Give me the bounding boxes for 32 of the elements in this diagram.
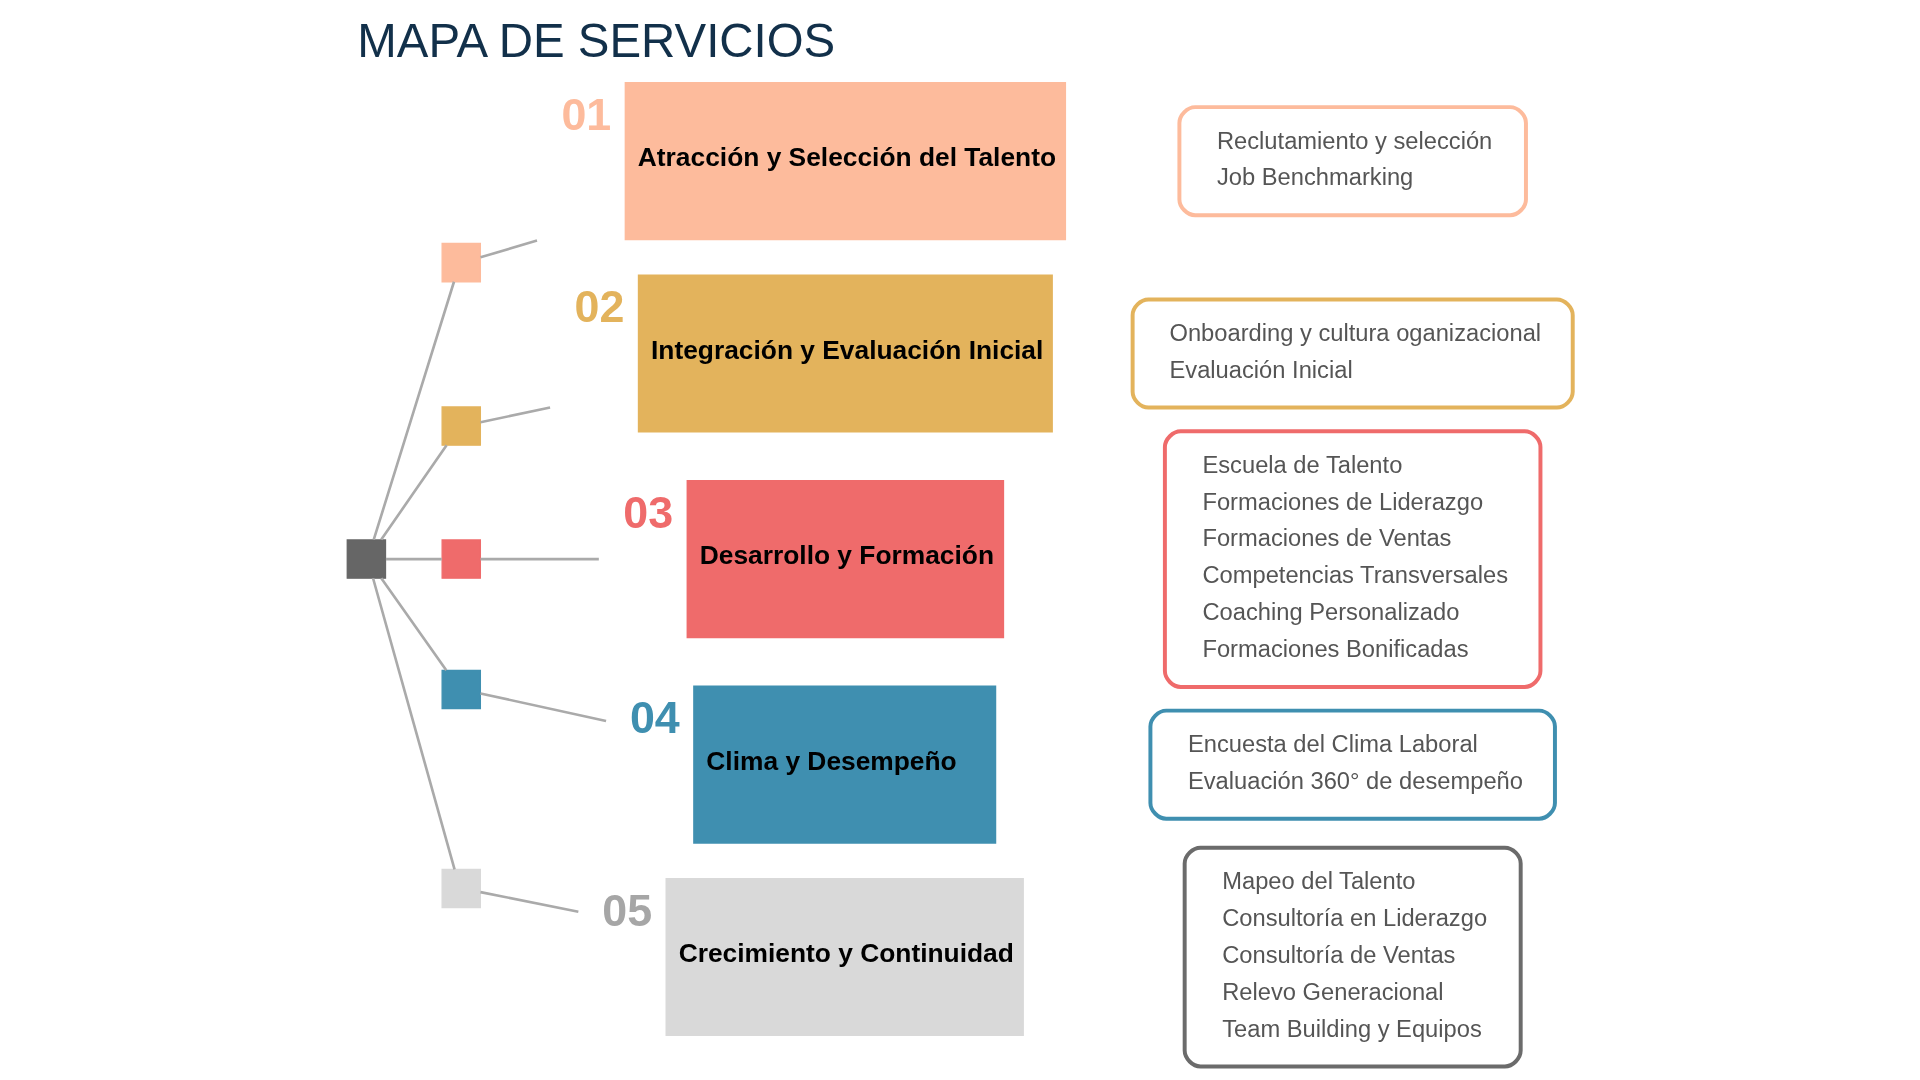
node-label: 02	[574, 281, 625, 332]
connector	[480, 406, 551, 424]
node-box: Integración y Evaluación Inicial	[637, 274, 1053, 433]
node-box	[441, 669, 482, 710]
connector	[380, 577, 448, 671]
node-box: Escuela de Talento Formaciones de Liderazgo Formaciones de Ventas Competencias Transversales Coaching Personalizado Formaciones Bonificadas	[1162, 429, 1543, 689]
node-label: 05	[602, 884, 653, 935]
diagram-title: MAPA DE SERVICIOS	[357, 13, 836, 67]
node-box	[441, 242, 482, 283]
node-box: Crecimiento y Continuidad	[665, 878, 1024, 1037]
node-label: 03	[623, 486, 674, 537]
node-box: Reclutamiento y selección Job Benchmarking	[1177, 105, 1528, 218]
node-box	[441, 539, 482, 579]
node-box	[441, 406, 482, 446]
node-box: Atracción y Selección del Talento	[624, 82, 1067, 241]
connector	[480, 239, 538, 259]
node-box: Clima y Desempeño	[693, 685, 997, 844]
connector	[480, 890, 579, 913]
node-box: Encuesta del Clima Laboral Evaluación 360° de desempeño	[1148, 708, 1557, 821]
node-box	[441, 868, 482, 909]
node-box: Mapeo del Talento Consultoría en Liderazgo Consultoría de Ventas Relevo Generacional Team Building y Equipos	[1182, 845, 1523, 1069]
connector	[480, 692, 607, 723]
connector	[380, 444, 448, 541]
node-box	[346, 539, 387, 579]
connector	[372, 281, 456, 541]
connector	[480, 557, 599, 561]
node-box: Onboarding y cultura oganizacional Evaluación Inicial	[1130, 297, 1575, 410]
connector	[385, 557, 442, 561]
node-box: Desarrollo y Formación	[686, 480, 1005, 639]
connector	[371, 577, 456, 870]
node-label: 04	[629, 692, 680, 743]
node-label: 01	[561, 88, 612, 139]
